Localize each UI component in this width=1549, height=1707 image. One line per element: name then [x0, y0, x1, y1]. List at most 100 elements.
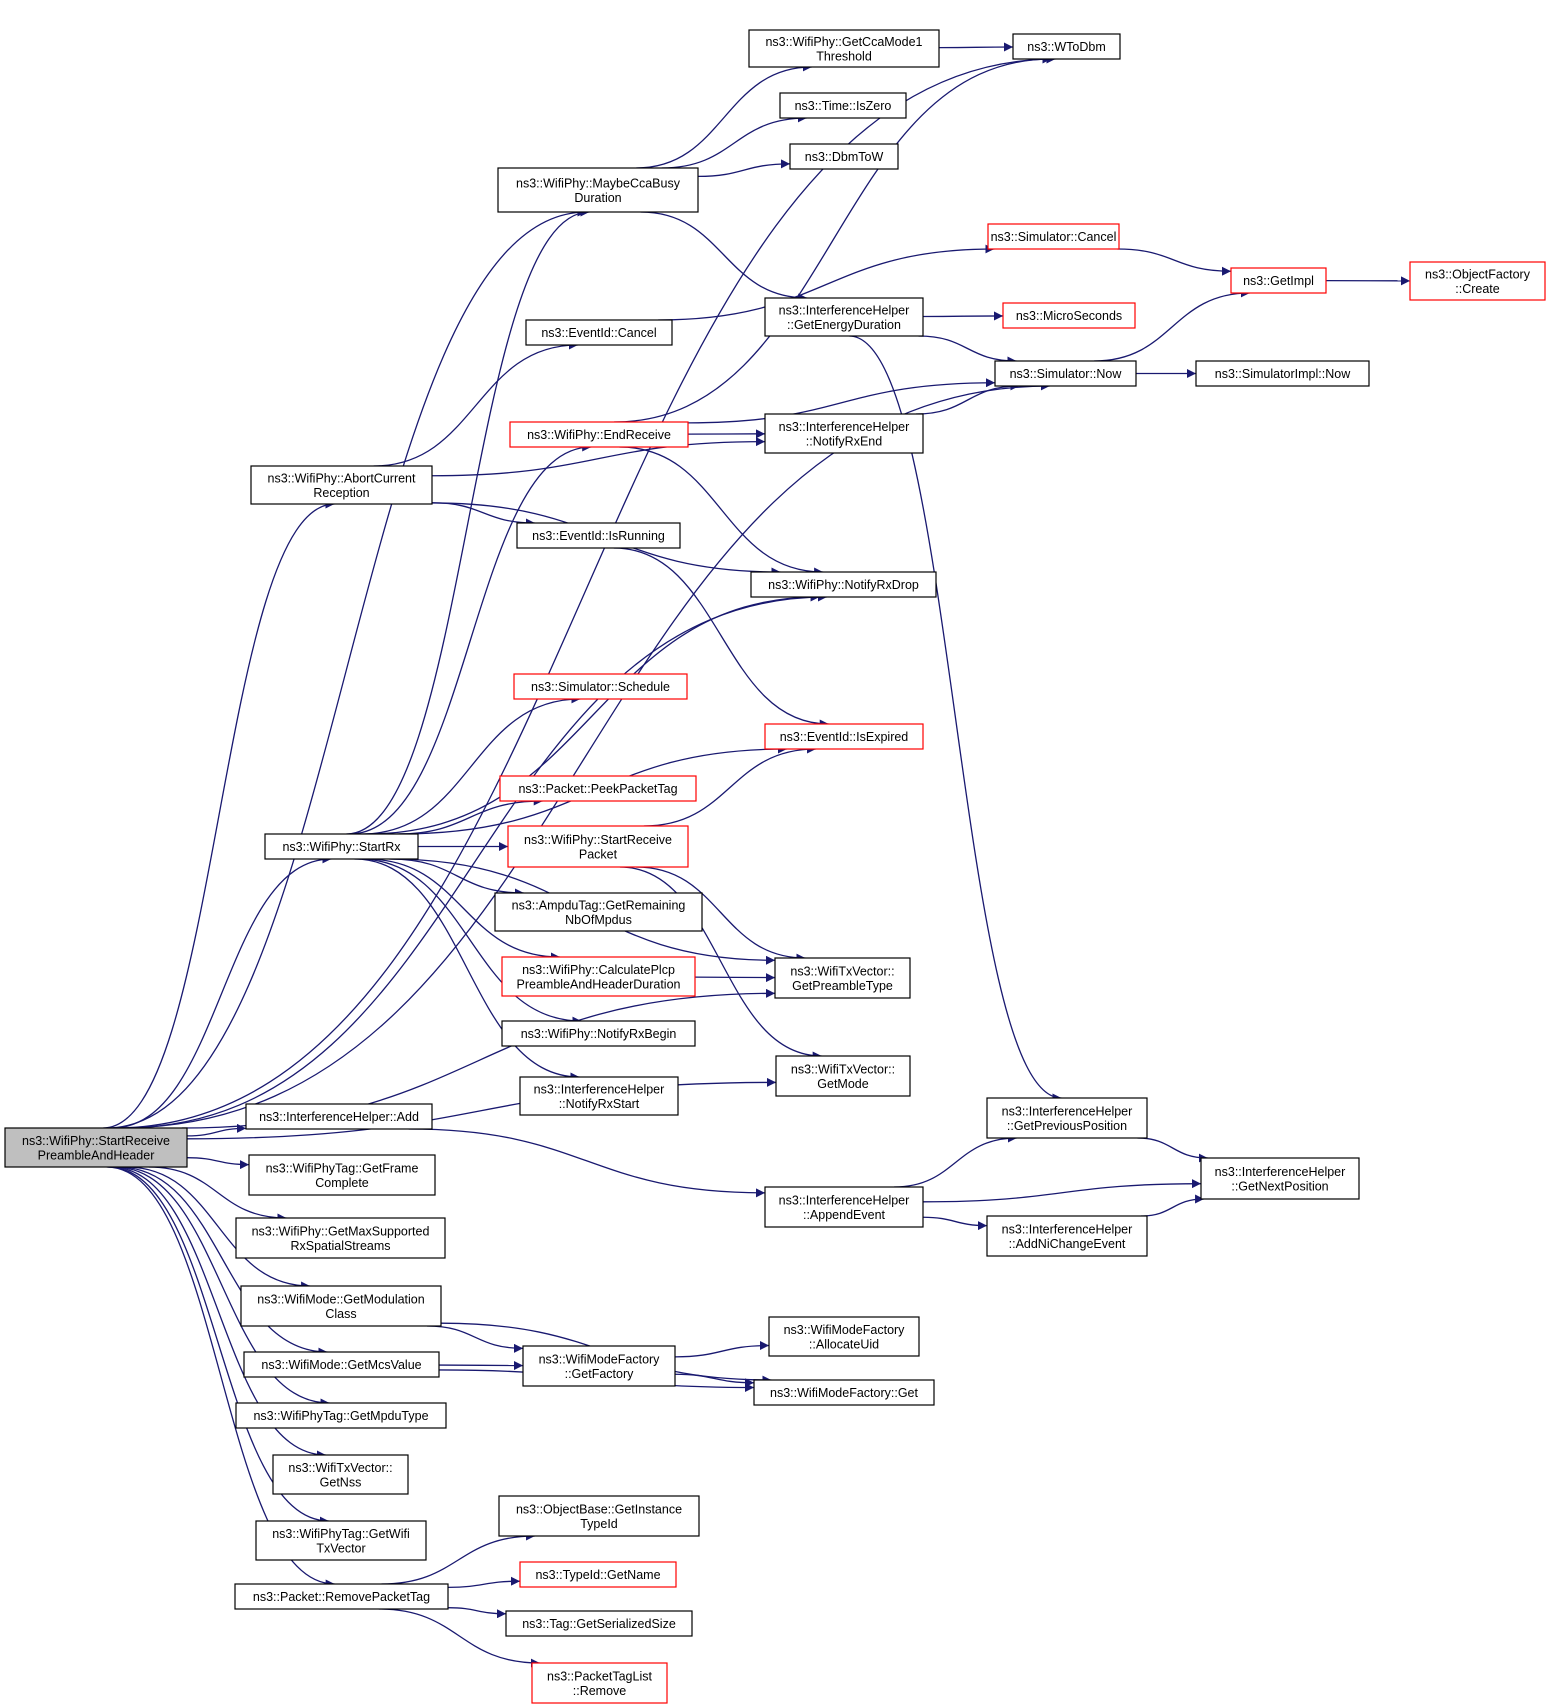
- edge-root-to-getframe: [186, 1157, 250, 1170]
- node-box: [994, 360, 1137, 387]
- node-getimpl[interactable]: ns3::GetImpl: [1230, 267, 1327, 294]
- node-box: [753, 1379, 935, 1406]
- nodes-layer: ns3::WifiPhy::StartReceivePreambleAndHea…: [4, 29, 1546, 1704]
- node-label: ns3::TypeId::GetName: [535, 1568, 660, 1582]
- edge-root-to-getmodclass: [126, 1166, 311, 1291]
- node-label: ns3::Packet::RemovePacketTag: [253, 1590, 430, 1604]
- node-simcancel[interactable]: ns3::Simulator::Cancel: [987, 223, 1120, 250]
- node-endreceive[interactable]: ns3::WifiPhy::EndReceive: [509, 421, 689, 448]
- node-label: ns3::WifiModeFactory: [539, 1352, 661, 1366]
- node-label: ::NotifyRxEnd: [806, 434, 882, 448]
- node-addnichange[interactable]: ns3::InterferenceHelper::AddNiChangeEven…: [986, 1215, 1148, 1257]
- node-notifyrxbegin[interactable]: ns3::WifiPhy::NotifyRxBegin: [501, 1020, 696, 1047]
- node-label: ns3::WifiPhyTag::GetFrame: [266, 1161, 419, 1175]
- node-iszero[interactable]: ns3::Time::IsZero: [779, 92, 907, 119]
- node-label: ns3::WifiModeFactory::Get: [770, 1386, 918, 1400]
- node-label: ns3::Simulator::Now: [1010, 367, 1123, 381]
- edge-removetag-to-serialsize: [447, 1607, 507, 1619]
- edge-root-to-startrx: [111, 854, 332, 1129]
- node-box: [272, 1454, 409, 1495]
- node-simnow[interactable]: ns3::Simulator::Now: [994, 360, 1137, 387]
- node-ptlremove[interactable]: ns3::PacketTagList::Remove: [531, 1662, 668, 1704]
- edge-ihadd-to-appendevent: [408, 1128, 766, 1198]
- node-label: PreambleAndHeaderDuration: [517, 977, 681, 991]
- node-box: [250, 465, 433, 505]
- node-ihadd[interactable]: ns3::InterferenceHelper::Add: [245, 1103, 433, 1130]
- edge-appendevent-to-addnichange: [922, 1216, 988, 1231]
- node-isrunning[interactable]: ns3::EventId::IsRunning: [516, 522, 681, 549]
- node-label: ns3::WifiPhyTag::GetMpduType: [253, 1409, 428, 1423]
- node-getmcs[interactable]: ns3::WifiMode::GetMcsValue: [243, 1351, 440, 1378]
- node-evcancel[interactable]: ns3::EventId::Cancel: [525, 319, 673, 346]
- node-simimplnow[interactable]: ns3::SimulatorImpl::Now: [1195, 360, 1370, 387]
- node-label: RxSpatialStreams: [290, 1239, 390, 1253]
- edge-evcancel-to-simcancel: [658, 244, 995, 321]
- node-notifyrxend[interactable]: ns3::InterferenceHelper::NotifyRxEnd: [764, 413, 924, 454]
- node-box: [1195, 360, 1370, 387]
- node-box: [531, 1662, 668, 1704]
- node-wtodbm[interactable]: ns3::WToDbm: [1012, 33, 1121, 60]
- edge-root-to-wtodbm: [113, 54, 1056, 1129]
- node-label: ns3::WifiMode::GetModulation: [257, 1292, 424, 1306]
- node-label: ns3::MicroSeconds: [1016, 309, 1122, 323]
- node-notifyrxdrop[interactable]: ns3::WifiPhy::NotifyRxDrop: [750, 571, 937, 598]
- node-getfactory[interactable]: ns3::WifiModeFactory::GetFactory: [522, 1345, 676, 1387]
- node-box: [519, 1561, 677, 1588]
- node-box: [245, 1103, 433, 1130]
- node-label: ::Create: [1455, 282, 1500, 296]
- node-serialsize[interactable]: ns3::Tag::GetSerializedSize: [505, 1610, 693, 1637]
- node-typeidname[interactable]: ns3::TypeId::GetName: [519, 1561, 677, 1588]
- node-label: NbOfMpdus: [565, 913, 632, 927]
- edge-root-to-getnss: [110, 1166, 326, 1460]
- node-removetag[interactable]: ns3::Packet::RemovePacketTag: [234, 1583, 449, 1610]
- node-getnss[interactable]: ns3::WifiTxVector::GetNss: [272, 1454, 409, 1495]
- node-box: [775, 1055, 911, 1097]
- node-label: ns3::DbmToW: [805, 150, 884, 164]
- node-label: ns3::InterferenceHelper: [534, 1082, 665, 1096]
- node-getpreamble[interactable]: ns3::WifiTxVector::GetPreambleType: [774, 957, 911, 999]
- node-calcplcp[interactable]: ns3::WifiPhy::CalculatePlcpPreambleAndHe…: [501, 956, 696, 997]
- node-allocuid[interactable]: ns3::WifiModeFactory::AllocateUid: [768, 1316, 920, 1357]
- node-getmpdutype[interactable]: ns3::WifiPhyTag::GetMpduType: [235, 1402, 447, 1429]
- node-microsec[interactable]: ns3::MicroSeconds: [1002, 302, 1136, 329]
- node-nextpos[interactable]: ns3::InterferenceHelper::GetNextPosition: [1200, 1157, 1360, 1200]
- node-dbmtow[interactable]: ns3::DbmToW: [789, 143, 899, 170]
- node-label: GetNss: [320, 1475, 362, 1489]
- edge-ccamode-to-wtodbm: [938, 42, 1014, 52]
- node-peektag[interactable]: ns3::Packet::PeekPacketTag: [499, 775, 697, 802]
- edge-root-to-getwifitxv: [108, 1166, 329, 1526]
- node-startrx[interactable]: ns3::WifiPhy::StartRx: [264, 833, 419, 860]
- node-prevpos[interactable]: ns3::InterferenceHelper::GetPreviousPosi…: [986, 1097, 1148, 1139]
- edge-startrecvpkt-to-isexpired: [643, 744, 817, 827]
- node-notifyrxstart[interactable]: ns3::InterferenceHelper::NotifyRxStart: [519, 1076, 679, 1116]
- node-getmode[interactable]: ns3::WifiTxVector::GetMode: [775, 1055, 911, 1097]
- node-label: ns3::EventId::IsExpired: [780, 730, 909, 744]
- edge-root-to-getmcs: [118, 1166, 328, 1357]
- node-objfactory[interactable]: ns3::ObjectFactory::Create: [1409, 261, 1546, 301]
- node-energydur[interactable]: ns3::InterferenceHelper::GetEnergyDurati…: [764, 297, 924, 337]
- node-getmaxss[interactable]: ns3::WifiPhy::GetMaxSupportedRxSpatialSt…: [235, 1217, 446, 1259]
- node-isexpired[interactable]: ns3::EventId::IsExpired: [764, 723, 924, 750]
- node-label: ns3::EventId::Cancel: [541, 326, 656, 340]
- edge-startrx-to-endreceive: [349, 442, 592, 835]
- node-appendevent[interactable]: ns3::InterferenceHelper::AppendEvent: [764, 1186, 924, 1228]
- node-label: ns3::WifiPhy::CalculatePlcp: [522, 963, 675, 977]
- node-box: [774, 957, 911, 999]
- node-root[interactable]: ns3::WifiPhy::StartReceivePreambleAndHea…: [4, 1127, 188, 1168]
- node-label: PreambleAndHeader: [38, 1148, 155, 1162]
- node-box: [516, 522, 681, 549]
- node-box: [1002, 302, 1136, 329]
- node-schedule[interactable]: ns3::Simulator::Schedule: [513, 673, 688, 700]
- node-wmfget[interactable]: ns3::WifiModeFactory::Get: [753, 1379, 935, 1406]
- node-label: ns3::WifiTxVector::: [791, 1062, 895, 1076]
